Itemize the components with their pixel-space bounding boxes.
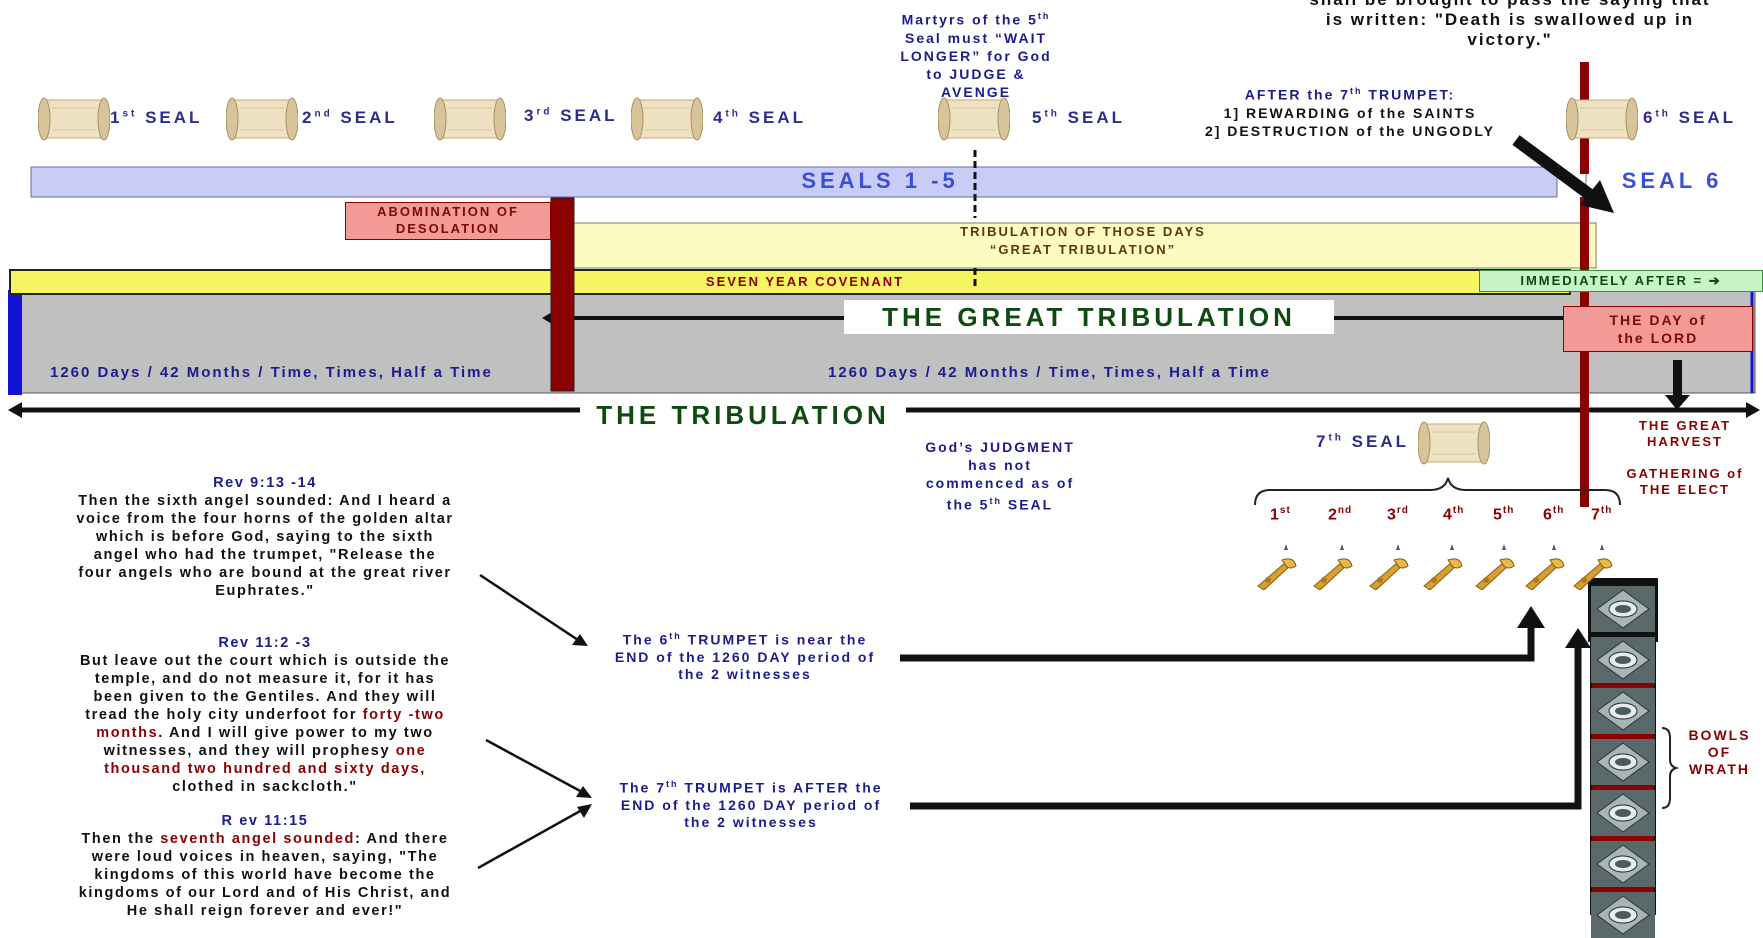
bowl-icon [1591, 688, 1655, 734]
scroll-icon [38, 97, 110, 141]
trumpet-number-5: 5th [1493, 505, 1515, 524]
seven-year-covenant: SEVEN YEAR COVENANT [705, 274, 905, 289]
trumpet-number-1: 1st [1270, 505, 1291, 524]
scroll-icon [1418, 421, 1490, 465]
seventh-trumpet-note: The 7th TRUMPET is AFTER the END of the … [619, 779, 883, 830]
tribulation-bar [567, 222, 1597, 269]
seal-label-4: 4th SEAL [713, 108, 806, 127]
trumpet-icon [1475, 543, 1515, 590]
seal-label-2: 2nd SEAL [302, 108, 398, 127]
trumpet-number-6: 6th [1543, 505, 1565, 524]
trumpet-number-3: 3rd [1387, 505, 1409, 524]
trumpet-icon [1423, 543, 1463, 590]
sixth-trumpet-note: The 6th TRUMPET is near the END of the 1… [614, 631, 876, 682]
seal-6-label: SEAL 6 [1621, 168, 1723, 193]
trumpet-icon [1313, 543, 1353, 590]
top-quote: shall be brought to pass the saying that… [1309, 0, 1708, 49]
scroll-icon [631, 97, 703, 141]
tribulation-of-those-days: TRIBULATION OF THOSE DAYS“GREAT TRIBULAT… [960, 224, 1206, 257]
blue-marker [8, 290, 22, 395]
trumpet-icon [1369, 543, 1409, 590]
seal-label-5: 5th SEAL [1032, 108, 1125, 127]
the-great-tribulation: THE GREAT TRIBULATION [844, 300, 1334, 334]
bowl-icon [1591, 637, 1655, 683]
bowl-icon [1591, 586, 1655, 632]
seals-1-5-label: SEALS 1 -5 [801, 168, 959, 193]
seals-bar [30, 166, 1558, 198]
abomination-pillar [550, 197, 575, 392]
bowl-icon [1591, 739, 1655, 785]
seal-label-6: 6th SEAL [1643, 108, 1736, 127]
trumpet-number-2: 2nd [1328, 505, 1353, 524]
verse-rev-11-2: Rev 11:2 -3 But leave out the court whic… [79, 635, 451, 795]
the-tribulation: THE TRIBULATION [580, 398, 906, 432]
scroll-icon [1566, 97, 1638, 141]
trumpet-icon [1525, 543, 1565, 590]
trumpet-number-7: 7th [1591, 505, 1613, 524]
bowl-icon [1591, 841, 1655, 887]
scroll-icon [226, 97, 298, 141]
seal-label-7: 7th SEAL [1316, 432, 1409, 451]
verse-rev-9-13: Rev 9:13 -14 Then the sixth angel sounde… [76, 475, 454, 599]
bowl-icon [1591, 892, 1655, 938]
covenant-bar [9, 269, 1571, 295]
after-seventh-trumpet-note: AFTER the 7th TRUMPET: 1] REWARDING of t… [1204, 86, 1496, 139]
seal-label-1: 1st SEAL [110, 108, 203, 127]
trumpet-number-4: 4th [1443, 505, 1465, 524]
trumpet-icon [1573, 543, 1613, 590]
trumpet-icon [1257, 543, 1297, 590]
immediately-after-label: IMMEDIATELY AFTER = ➔ [1479, 270, 1763, 292]
seal-label-3: 3rd SEAL [524, 106, 618, 125]
scroll-icon [938, 97, 1010, 141]
period-label-right: 1260 Days / 42 Months / Time, Times, Hal… [828, 364, 1271, 381]
period-label-left: 1260 Days / 42 Months / Time, Times, Hal… [50, 364, 493, 381]
bowl-icon [1591, 790, 1655, 836]
scroll-icon [434, 97, 506, 141]
verse-rev-11-15: R ev 11:15 Then the seventh angel sounde… [78, 813, 452, 919]
